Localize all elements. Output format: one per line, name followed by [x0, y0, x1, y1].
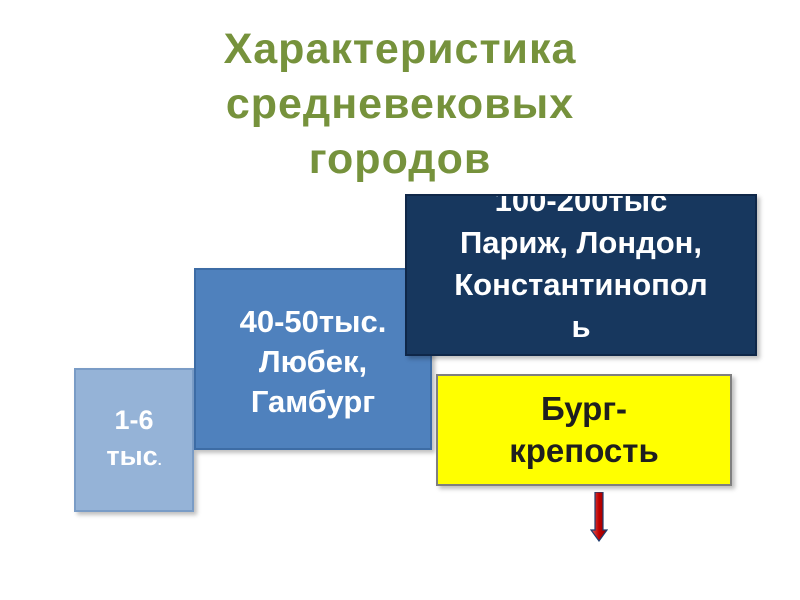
- small-town-unit-line: тыс.: [106, 438, 161, 478]
- medium-town-population: 40-50тыс.: [239, 304, 387, 339]
- large-town-city-3-end: ь: [571, 309, 591, 344]
- large-town-cities: Париж, Лондон,: [459, 225, 703, 260]
- medium-town-city-1: Любек,: [258, 344, 368, 379]
- burg-fortress-box: Бург- крепость: [436, 374, 732, 486]
- fortress-label: крепость: [509, 432, 659, 469]
- arrow-down-icon: [590, 492, 608, 542]
- large-town-box: 100-200тыс Париж, Лондон, Константинопол…: [405, 194, 757, 356]
- slide-title: Характеристика средневековых городов: [150, 22, 650, 187]
- small-town-box: 1-6 тыс.: [74, 368, 194, 512]
- large-town-population: 100-200тыс: [494, 194, 668, 218]
- medium-town-city-2: Гамбург: [250, 384, 376, 419]
- large-town-text: 100-200тыс Париж, Лондон, Константинопол…: [454, 194, 708, 348]
- small-town-population: 1-6: [114, 405, 154, 435]
- small-town-unit-dot: .: [157, 452, 162, 468]
- title-line-3: городов: [308, 135, 492, 183]
- burg-label: Бург-: [540, 390, 628, 427]
- title-line-2: средневековых: [225, 80, 575, 128]
- large-town-city-3: Константинопол: [454, 267, 708, 302]
- small-town-unit: тыс: [106, 441, 158, 471]
- medium-town-box: 40-50тыс. Любек, Гамбург: [194, 268, 432, 450]
- title-line-1: Характеристика: [223, 25, 577, 73]
